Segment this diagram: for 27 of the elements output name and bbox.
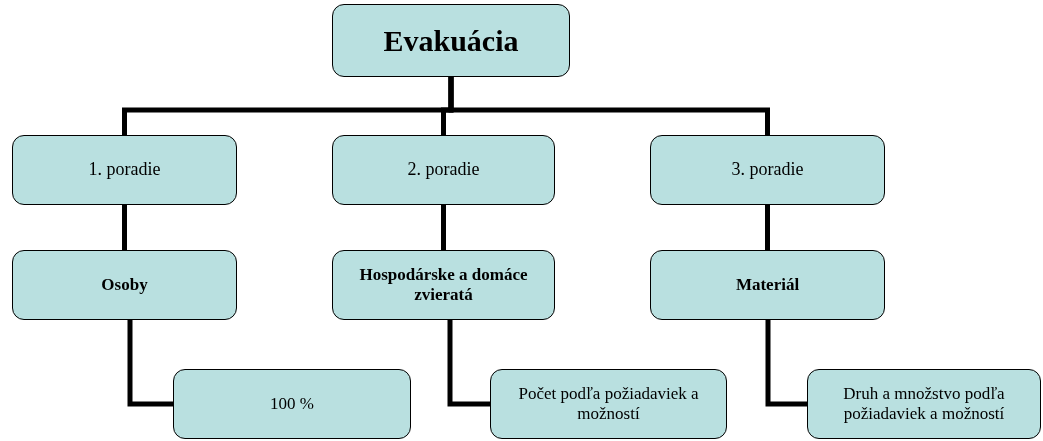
connector-line — [765, 205, 770, 250]
box-label: 3. poradie — [731, 159, 804, 181]
process-box — [650, 250, 885, 320]
connector-line — [765, 320, 807, 407]
process-box — [173, 369, 411, 439]
box-label: Hospodárske a domáce zvieratá — [358, 264, 529, 306]
box-label: 1. poradie — [88, 159, 161, 181]
box-label: 100 % — [270, 393, 314, 415]
process-box — [650, 135, 885, 205]
box-label: Osoby — [101, 274, 148, 296]
process-box — [807, 369, 1041, 439]
connector-line — [127, 320, 173, 407]
box-label: Druh a množstvo podľa požiadaviek a možností — [842, 383, 1006, 425]
process-box — [332, 4, 570, 77]
box-label: 2. poradie — [407, 159, 480, 181]
process-box — [12, 250, 237, 320]
process-box — [12, 135, 237, 205]
connector-line — [441, 205, 446, 250]
box-label: Počet podľa požiadaviek a možností — [517, 383, 700, 425]
connector-line — [122, 205, 127, 250]
box-label: Evakuácia — [383, 22, 519, 59]
process-box — [332, 250, 555, 320]
process-box — [490, 369, 727, 439]
process-box — [332, 135, 555, 205]
box-label: Materiál — [735, 274, 800, 296]
connector-line — [447, 320, 490, 407]
connector-line — [448, 77, 770, 135]
